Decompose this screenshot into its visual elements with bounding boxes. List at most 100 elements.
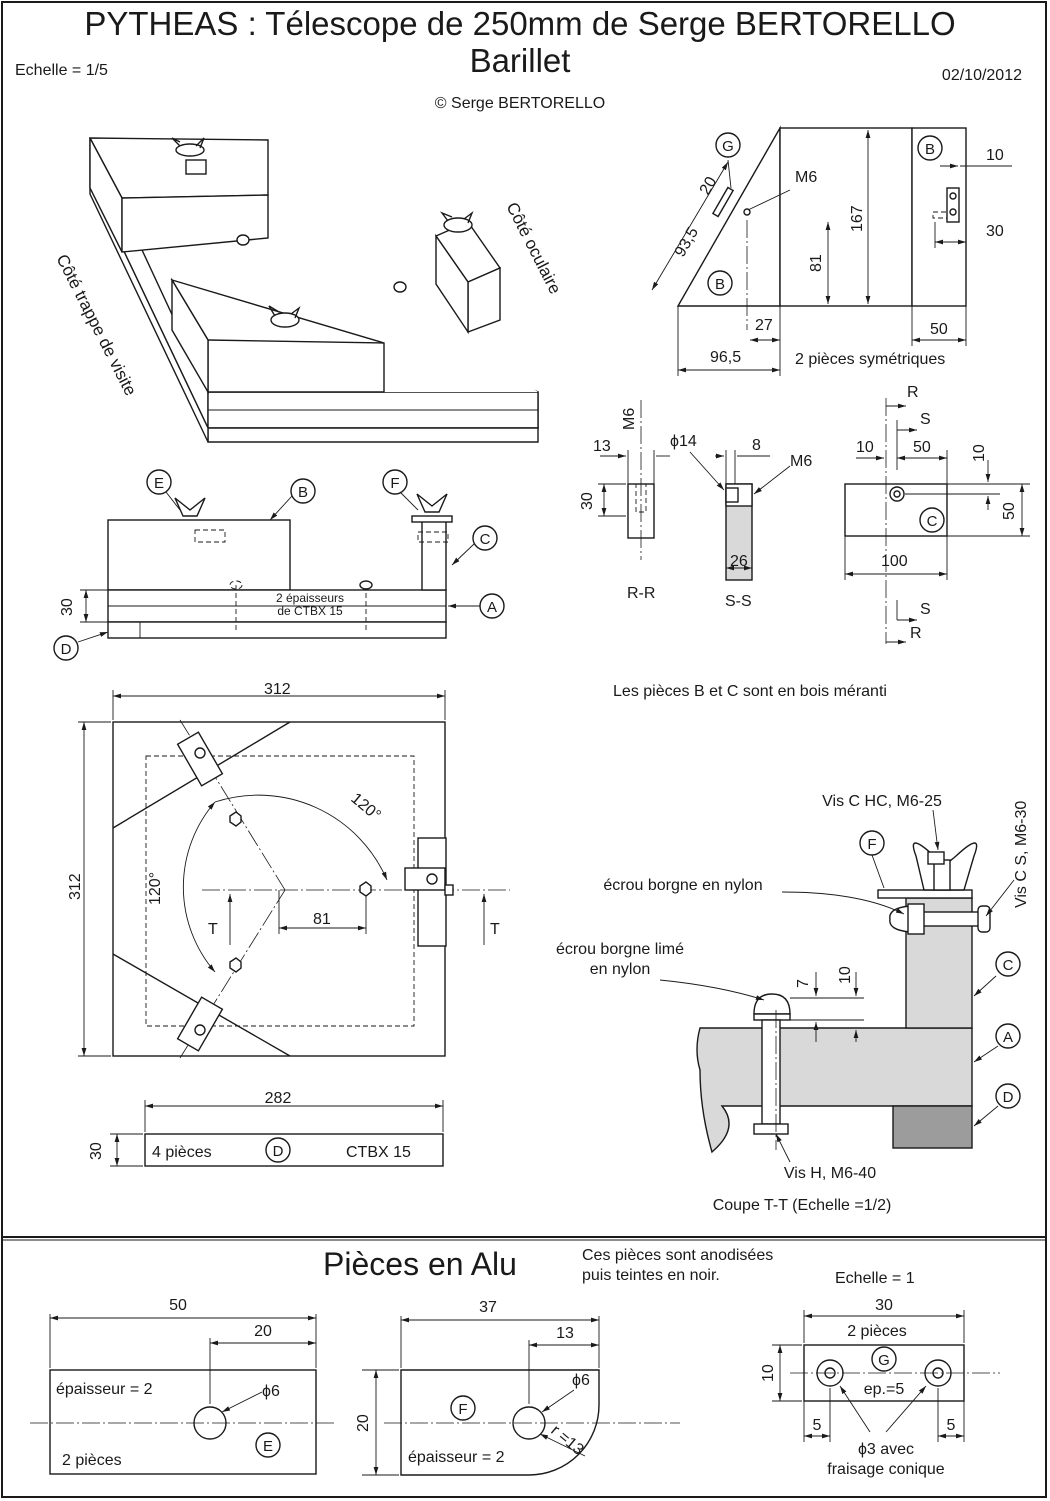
c-dim-50v: 50 <box>1001 502 1018 520</box>
g-dim-5a: 5 <box>813 1417 822 1434</box>
ss-m6: M6 <box>790 453 812 470</box>
copyright-label: © Serge BERTORELLO <box>435 95 605 112</box>
plan-t-right: T <box>490 921 500 938</box>
piece-b-note: 2 pièces symétriques <box>795 351 945 368</box>
e-qty: 2 pièces <box>62 1452 122 1469</box>
plan-dim-312h: 312 <box>264 681 291 698</box>
dim-b-81: 81 <box>808 254 825 272</box>
d-material: CTBX 15 <box>346 1144 411 1161</box>
g-hole-note-1: ϕ3 avec <box>858 1441 914 1458</box>
c-dim-50: 50 <box>913 439 931 456</box>
sec-ecrou-1: écrou borgne en nylon <box>603 877 762 894</box>
e-dim-50: 50 <box>169 1297 187 1314</box>
e-phi6: ϕ6 <box>262 1383 280 1400</box>
elev-dim-30: 30 <box>59 598 76 616</box>
plan-dim-312v: 312 <box>67 873 84 900</box>
f-dim-37: 37 <box>479 1299 497 1316</box>
iso-label-oculaire: Côté oculaire <box>502 199 564 297</box>
g-dim-30: 30 <box>875 1297 893 1314</box>
elev-callout-f: F <box>390 475 399 492</box>
elevation-view: E B F C A D 30 2 épaisseurs de CTBX 15 <box>53 469 505 661</box>
callout-g: G <box>722 138 734 155</box>
alu-note-2: puis teintes en noir. <box>582 1267 720 1284</box>
g-qty: 2 pièces <box>847 1323 907 1340</box>
c-label-r2: R <box>910 625 922 642</box>
piece-b-view: G B B 20 93,5 M6 81 167 27 96,5 10 30 50… <box>651 125 1012 376</box>
c-label-s2: S <box>920 601 931 618</box>
g-thickness: ep.=5 <box>864 1381 905 1398</box>
material-note: Les pièces B et C sont en bois méranti <box>613 683 887 700</box>
dim-b-27: 27 <box>755 317 773 334</box>
sec-dim-7: 7 <box>795 979 812 988</box>
g-dim-10: 10 <box>760 1364 777 1382</box>
ss-8: 8 <box>752 437 761 454</box>
c-label-r: R <box>907 384 919 401</box>
g-callout: G <box>878 1352 890 1369</box>
sec-callout-d: D <box>1003 1089 1014 1106</box>
plan-dim-81: 81 <box>313 911 331 928</box>
alu-scale: Echelle = 1 <box>835 1270 915 1287</box>
elev-callout-a: A <box>487 599 497 616</box>
f-dim-20: 20 <box>355 1414 372 1432</box>
f-phi6: ϕ6 <box>572 1372 590 1389</box>
ss-label: S-S <box>725 593 752 610</box>
dim-b-96: 96,5 <box>710 349 741 366</box>
sec-vis-h: Vis H, M6-40 <box>784 1165 876 1182</box>
sec-vis-cs: Vis C S, M6-30 <box>1013 801 1030 908</box>
e-thickness: épaisseur = 2 <box>56 1381 153 1398</box>
g-hole-note-2: fraisage conique <box>827 1461 945 1478</box>
elev-callout-e: E <box>154 475 164 492</box>
dim-b-50: 50 <box>930 321 948 338</box>
rr-m6: M6 <box>621 408 638 430</box>
c-dim-100: 100 <box>881 553 908 570</box>
dim-b-167: 167 <box>849 205 866 232</box>
ss-phi14: ϕ14 <box>670 433 697 450</box>
c-label-s: S <box>920 411 931 428</box>
plan-t-left: T <box>208 921 218 938</box>
sec-callout-c: C <box>1003 957 1014 974</box>
sec-callout-f: F <box>867 836 876 853</box>
drawing-subtitle: Barillet <box>470 42 571 79</box>
isometric-view: Côté trappe de visite Côté oculaire <box>52 137 565 443</box>
d-dim-282: 282 <box>265 1090 292 1107</box>
rr-label: R-R <box>627 585 655 602</box>
elev-note-2: de CTBX 15 <box>277 604 343 618</box>
dim-b-30: 30 <box>986 223 1004 240</box>
piece-c-sections: M6 13 30 R-R ϕ14 8 M6 26 S-S <box>579 384 1030 645</box>
piece-d-view: 282 30 4 pièces D CTBX 15 <box>88 1090 444 1167</box>
elev-callout-b: B <box>298 484 308 501</box>
f-dim-13: 13 <box>556 1325 574 1342</box>
e-callout: E <box>263 1438 273 1455</box>
sec-caption: Coupe T-T (Echelle =1/2) <box>713 1197 892 1214</box>
plan-angle-2: 120° <box>147 872 164 905</box>
rr-30: 30 <box>579 492 596 510</box>
drawing-title: PYTHEAS : Télescope de 250mm de Serge BE… <box>84 5 955 42</box>
dim-b-m6: M6 <box>795 169 817 186</box>
alu-note-1: Ces pièces sont anodisées <box>582 1247 773 1264</box>
elev-callout-d: D <box>61 641 72 658</box>
sec-vis-chc: Vis C HC, M6-25 <box>822 793 942 810</box>
sec-ecrou-2b: en nylon <box>590 961 651 978</box>
scale-label: Echelle = 1/5 <box>15 62 108 79</box>
dim-b-10: 10 <box>986 147 1004 164</box>
alu-title: Pièces en Alu <box>323 1246 517 1282</box>
dim-b-93: 93,5 <box>672 224 702 260</box>
date-label: 02/10/2012 <box>942 67 1022 84</box>
elev-note-1: 2 épaisseurs <box>276 591 344 605</box>
d-dim-30: 30 <box>88 1142 105 1160</box>
c-dim-10a: 10 <box>856 439 874 456</box>
callout-b-side: B <box>715 276 725 293</box>
d-qty: 4 pièces <box>152 1144 212 1161</box>
sec-callout-a: A <box>1003 1029 1013 1046</box>
dim-b-20: 20 <box>697 174 721 198</box>
c-dim-10b: 10 <box>971 444 988 462</box>
alu-section: Pièces en Alu Ces pièces sont anodisées … <box>30 1246 1000 1478</box>
ss-26: 26 <box>730 553 748 570</box>
elev-callout-c: C <box>480 531 491 548</box>
c-callout: C <box>927 513 938 530</box>
e-dim-20: 20 <box>254 1323 272 1340</box>
sec-ecrou-2a: écrou borgne limé <box>556 941 684 958</box>
callout-b-front: B <box>925 141 935 158</box>
